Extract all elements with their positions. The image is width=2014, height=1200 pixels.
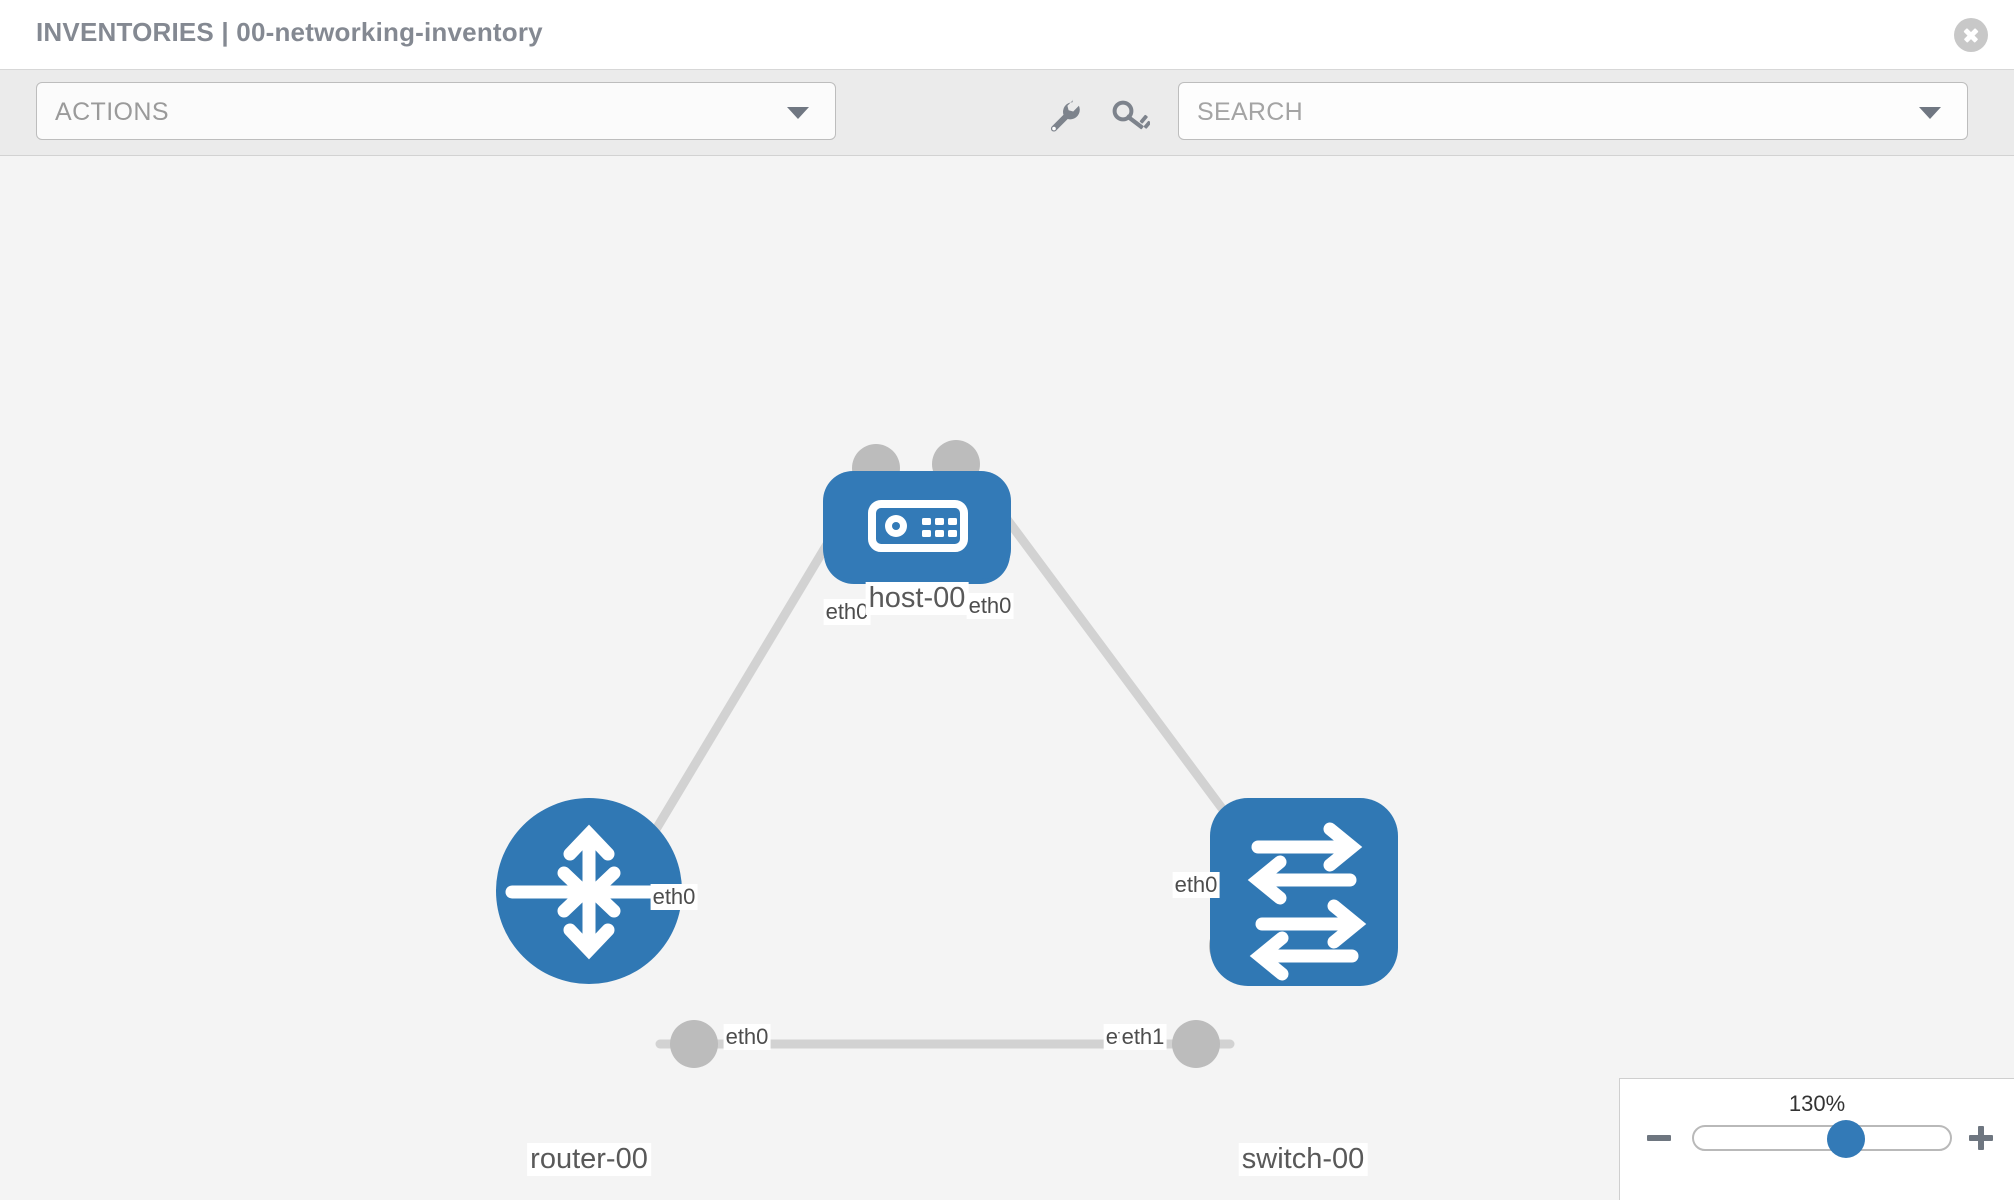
zoom-control: 130% [1619,1078,2014,1200]
search-placeholder: SEARCH [1197,98,1303,126]
iface-label: eth0 [1172,872,1220,898]
page-header: INVENTORIES | 00-networking-inventory [0,0,2014,70]
switch-arrows-icon [1247,822,1367,981]
wrench-icon[interactable] [1044,96,1084,136]
node-host-00[interactable] [823,471,1011,584]
chevron-down-icon [787,107,809,119]
connector-switch00-left [1172,1020,1220,1068]
connector-router00-right [670,1020,718,1068]
toolbar: ACTIONS SEARCH [0,70,2014,156]
node-label-host-00: host-00 [865,582,969,615]
search-input[interactable]: SEARCH [1178,82,1968,140]
actions-dropdown-label: ACTIONS [55,98,169,126]
key-icon[interactable] [1110,96,1150,136]
server-icon [868,500,968,552]
zoom-level-label: 130% [1788,1091,1846,1116]
page-title: INVENTORIES | 00-networking-inventory [36,17,543,47]
actions-dropdown[interactable]: ACTIONS [36,82,836,140]
topology-canvas[interactable]: eth0 eth0 eth0 eth0 eth0 eth eth1 host-0… [0,156,2014,1200]
iface-label: eth0 [823,599,871,625]
zoom-slider-thumb[interactable] [1827,1120,1866,1158]
zoom-slider[interactable] [1692,1120,1952,1158]
chevron-down-icon [1919,107,1941,119]
zoom-out-button[interactable] [1644,1123,1674,1153]
iface-label: eth0 [723,1024,771,1050]
iface-label: eth0 [966,593,1014,619]
topology-graph [496,440,1398,1068]
node-label-switch-00: switch-00 [1238,1143,1368,1176]
iface-label: eth0 [650,884,698,910]
node-switch-00[interactable] [1210,798,1398,986]
close-icon[interactable] [1954,18,1988,52]
iface-label: eth1 [1119,1024,1167,1050]
node-label-router-00: router-00 [527,1143,651,1176]
zoom-in-button[interactable] [1966,1123,1996,1153]
